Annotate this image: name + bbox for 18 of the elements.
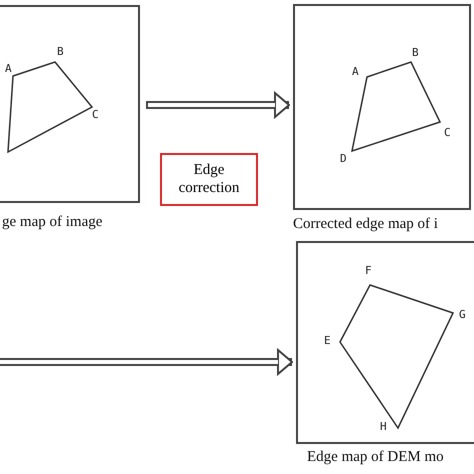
vertex-label: B [412,47,419,58]
process-box [160,153,258,206]
hollow-arrow [146,92,290,118]
vertex-label: D [340,153,347,164]
process-label: Edge correction [178,162,240,197]
vertex-label: A [5,63,12,74]
vertex-label: G [459,309,466,320]
vertex-label: A [352,66,359,77]
vertex-label: H [380,421,387,432]
map-caption: ge map of image [2,214,102,231]
hollow-arrow [0,349,293,375]
vertex-label: C [444,127,451,138]
vertex-label: C [92,109,99,120]
vertex-label: E [324,335,331,346]
map-caption: Edge map of DEM mo [307,449,444,466]
vertex-label: F [365,265,372,276]
vertex-label: B [57,46,64,57]
map-caption: Corrected edge map of i [293,216,438,233]
